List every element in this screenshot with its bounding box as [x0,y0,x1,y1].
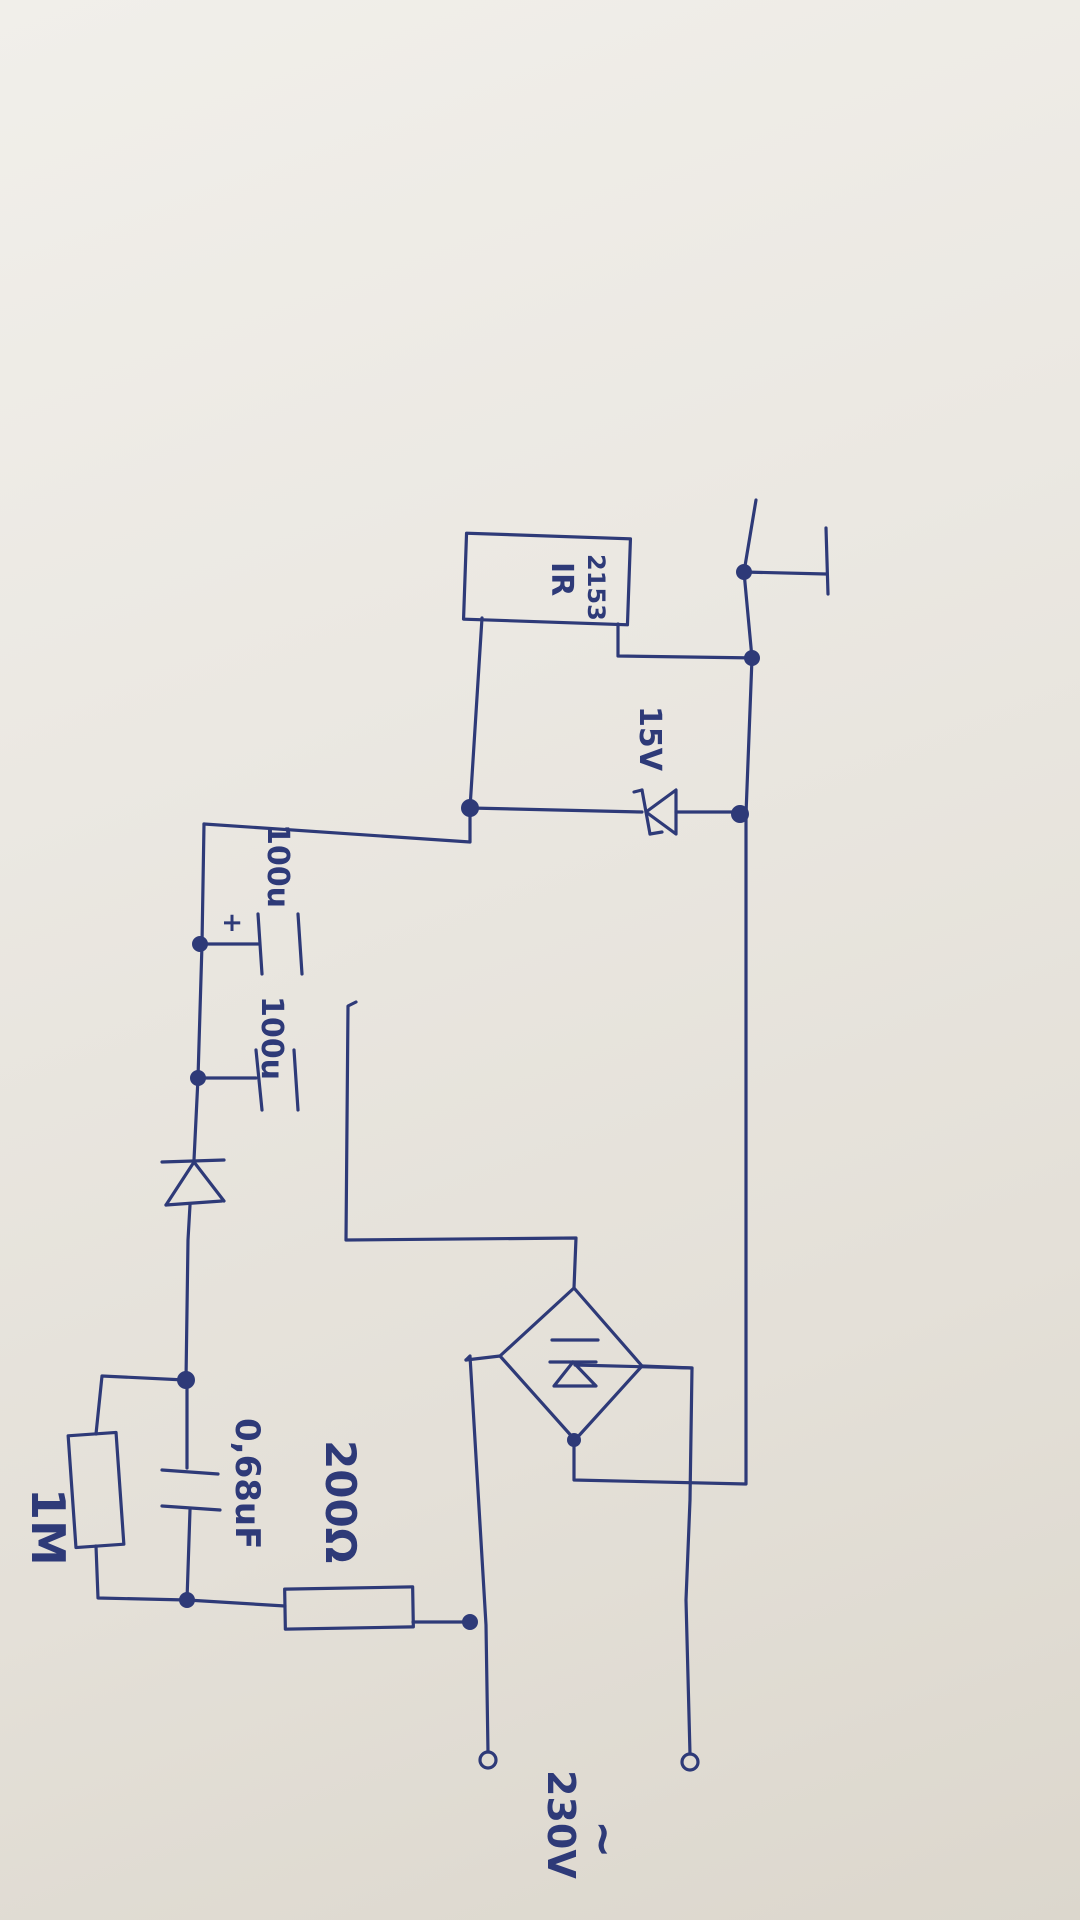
capacitor-100u-1: 100u [196,996,300,1112]
wire-to-diode [184,1203,192,1382]
wire-vcc-to-ic [468,616,484,810]
svg-text:1M: 1M [21,1488,75,1566]
wire-diode-to-caps [192,822,206,1162]
output-terminal [742,526,830,596]
svg-text:2153: 2153 [582,554,610,621]
resistor-1m: 1M [21,1374,189,1602]
bridge-rectifier [498,1286,644,1442]
svg-text:100u: 100u [254,996,289,1080]
svg-text:IR: IR [544,562,579,596]
wire-ac-top [464,1354,490,1754]
junction-ac-top [462,1614,478,1630]
ac-terminal-bottom [680,1752,700,1772]
junction-ground-ic [744,650,760,666]
ac-voltage-label: 230V ~ [539,1770,631,1879]
zener-diode-15v: 15V [468,706,744,836]
wire-bridge-bottom [572,806,748,1486]
wire-bridge-left [464,1354,502,1362]
capacitor-0-68uf: 0,68uF [160,1378,267,1602]
ic-ir2153: IR 2153 [461,531,633,627]
svg-text:15V: 15V [632,706,667,772]
capacitor-100u-2: + 100u [198,824,304,976]
wire-ground-rail [742,498,758,816]
series-diode [160,1158,226,1207]
svg-text:+: + [217,912,247,934]
wire-bridge-top [344,1000,578,1290]
ac-terminal-top [478,1750,498,1770]
svg-text:~: ~ [577,1820,631,1859]
resistor-200-ohm: 200Ω [185,1440,474,1631]
wire-vcc-rail [202,806,472,844]
svg-text:230V: 230V [539,1770,583,1879]
wire-ac-bottom [573,1363,694,1756]
svg-text:100u: 100u [260,824,295,908]
junction-ground-zener [731,805,749,823]
junction-cap-2 [192,936,208,952]
junction-rc-bottom [179,1592,195,1608]
svg-text:200Ω: 200Ω [316,1440,365,1563]
svg-text:0,68uF: 0,68uF [227,1418,267,1549]
wire-ic-ground [616,622,760,660]
junction-cap-1 [190,1070,206,1086]
wire-bridge-right [640,1364,694,1370]
